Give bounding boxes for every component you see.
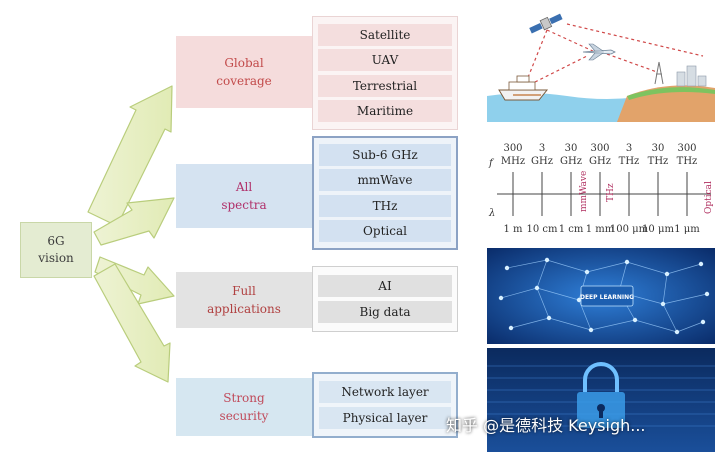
category-label: All spectra — [221, 180, 267, 212]
deep-learning-image: DEEP LEARNING — [487, 248, 715, 344]
category-global-coverage: Global coverage — [176, 36, 312, 108]
list-item: AI — [318, 274, 452, 297]
items-global-coverage: Satellite UAV Terrestrial Maritime — [312, 16, 458, 130]
items-strong-security: Network layer Physical layer — [312, 372, 458, 438]
wavelength-label: 1 cm — [559, 224, 584, 235]
frequency-value: 300 — [503, 143, 522, 154]
frequency-unit: GHz — [531, 156, 553, 167]
frequency-value: 300 — [677, 143, 696, 154]
arrow-to-all-spectra — [93, 197, 175, 246]
cell-tower-icon — [654, 61, 664, 85]
band-label-optical: Optical — [704, 181, 714, 214]
category-full-applications: Full applications — [176, 272, 312, 328]
band-label-thz: THz — [606, 183, 616, 202]
frequency-unit: THz — [648, 156, 669, 167]
buildings-icon — [676, 65, 707, 87]
category-label: Full applications — [207, 284, 281, 316]
security-image — [487, 348, 715, 452]
frequency-value: 3 — [539, 143, 545, 154]
items-all-spectra: Sub-6 GHz mmWave THz Optical — [312, 136, 458, 250]
deep-learning-badge — [580, 285, 634, 307]
list-item: Satellite — [318, 23, 452, 46]
wavelength-label: 10 μm — [642, 224, 674, 235]
wavelength-label: 1 μm — [674, 224, 700, 235]
wavelength-label: 1 mm — [586, 224, 615, 235]
coverage-illustration — [487, 10, 715, 122]
frequency-unit: GHz — [560, 156, 582, 167]
frequency-value: 30 — [652, 143, 665, 154]
uav-icon — [582, 43, 616, 61]
ship-icon — [498, 75, 549, 101]
list-item: Maritime — [318, 100, 452, 123]
arrow-to-strong-security — [93, 263, 171, 383]
center-6g-vision-box: 6G vision — [20, 222, 92, 278]
frequency-value: 300 — [590, 143, 609, 154]
list-item: Sub-6 GHz — [319, 144, 451, 167]
category-strong-security: Strong security — [176, 378, 312, 436]
list-item: Big data — [318, 301, 452, 324]
list-item: Terrestrial — [318, 74, 452, 97]
wavelength-symbol: λ — [488, 208, 495, 219]
frequency-value: 3 — [626, 143, 632, 154]
list-item: UAV — [318, 49, 452, 72]
category-label: Strong security — [219, 391, 269, 423]
category-label: Global coverage — [216, 56, 272, 88]
wavelength-label: 10 cm — [527, 224, 559, 235]
items-full-applications: AI Big data — [312, 266, 458, 332]
padlock-icon — [577, 362, 625, 428]
satellite-icon — [529, 13, 563, 34]
frequency-unit: THz — [677, 156, 698, 167]
list-item: Physical layer — [319, 407, 451, 429]
list-item: mmWave — [319, 169, 451, 192]
frequency-unit: GHz — [589, 156, 611, 167]
center-label: 6G vision — [38, 234, 74, 265]
band-label-mmwave: mmWave — [579, 171, 589, 212]
watermark-text: 知乎 @是德科技 Keysigh... — [446, 416, 646, 435]
frequency-symbol: f — [488, 158, 495, 169]
list-item: THz — [319, 194, 451, 217]
frequency-value: 30 — [565, 143, 578, 154]
list-item: Optical — [319, 219, 451, 242]
frequency-unit: THz — [619, 156, 640, 167]
list-item: Network layer — [319, 381, 451, 403]
category-all-spectra: All spectra — [176, 164, 312, 228]
arrow-to-global-coverage — [87, 85, 173, 227]
frequency-unit: MHz — [501, 156, 525, 167]
wavelength-label: 1 m — [503, 224, 523, 235]
deep-learning-label: DEEP LEARNING — [580, 294, 634, 301]
wavelength-label: 100 μm — [610, 224, 649, 235]
